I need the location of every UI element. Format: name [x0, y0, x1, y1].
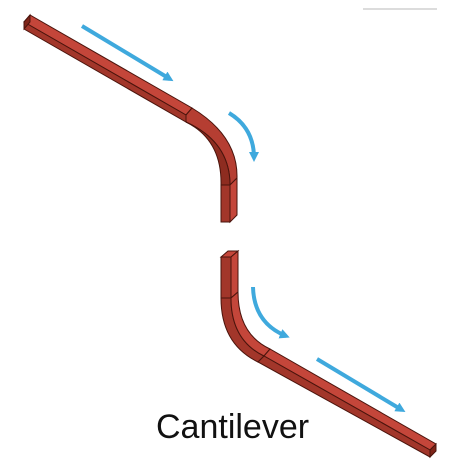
flow-arrows: [80, 24, 406, 413]
curved-arrow-icon: [251, 286, 290, 339]
curved-arrow-icon: [315, 357, 406, 413]
upper-beam-end-cap: [23, 13, 31, 31]
upper-beam-bend-inner: [185, 121, 231, 186]
curved-arrow-icon: [80, 24, 174, 82]
upper-beam-top-face: [23, 14, 193, 116]
upper-beam: [23, 13, 238, 224]
lower-beam-vertical-side: [230, 249, 239, 300]
diagram-caption: Cantilever: [156, 408, 310, 446]
lower-beam-end-cap: [429, 442, 437, 459]
upper-beam-vertical-side: [229, 176, 238, 224]
upper-beam-vertical-front: [220, 184, 231, 223]
lower-beam: [219, 249, 437, 459]
lower-beam-vertical-front: [220, 256, 232, 299]
curved-arrow-icon: [227, 111, 259, 162]
